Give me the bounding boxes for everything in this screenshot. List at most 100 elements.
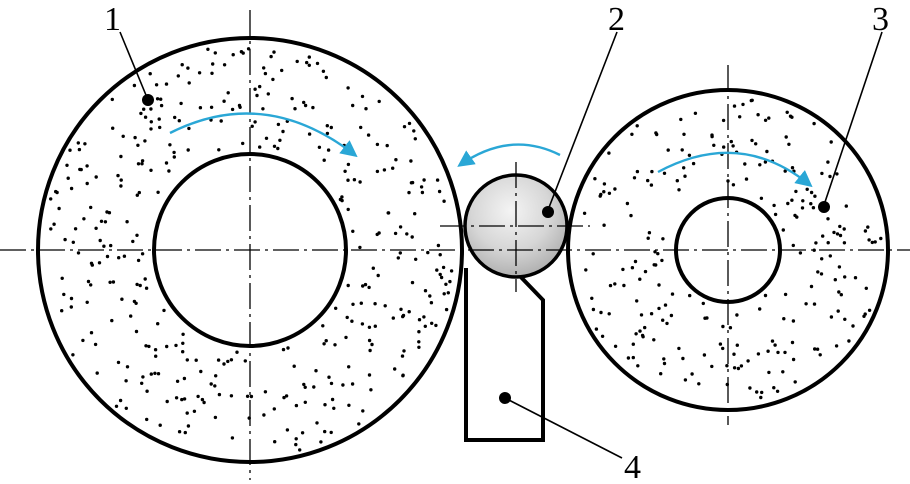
abrasive-grain-dot bbox=[649, 312, 654, 316]
abrasive-grain-dot bbox=[137, 190, 141, 195]
abrasive-grain-dot bbox=[755, 390, 759, 394]
abrasive-grain-dot bbox=[739, 364, 744, 368]
abrasive-grain-dot bbox=[702, 353, 707, 357]
abrasive-grain-dot bbox=[647, 231, 652, 235]
abrasive-grain-dot bbox=[119, 184, 123, 188]
abrasive-grain-dot bbox=[263, 390, 268, 394]
abrasive-grain-dot bbox=[784, 135, 788, 139]
abrasive-grain-dot bbox=[303, 103, 308, 108]
abrasive-grain-dot bbox=[66, 176, 70, 180]
abrasive-grain-dot bbox=[217, 392, 222, 397]
abrasive-grain-dot bbox=[135, 282, 139, 287]
abrasive-grain-dot bbox=[324, 75, 328, 80]
abrasive-grain-dot bbox=[103, 220, 108, 224]
abrasive-grain-dot bbox=[125, 220, 129, 224]
abrasive-grain-dot bbox=[735, 313, 739, 317]
abrasive-grain-dot bbox=[367, 325, 372, 329]
abrasive-grain-dot bbox=[55, 190, 59, 195]
abrasive-grain-dot bbox=[701, 301, 705, 306]
abrasive-grain-dot bbox=[864, 286, 868, 290]
abrasive-grain-dot bbox=[230, 107, 235, 112]
abrasive-grain-dot bbox=[643, 269, 648, 274]
abrasive-grain-dot bbox=[258, 84, 262, 89]
abrasive-grain-dot bbox=[231, 53, 235, 57]
abrasive-grain-dot bbox=[168, 143, 172, 147]
abrasive-grain-dot bbox=[682, 132, 686, 136]
abrasive-grain-dot bbox=[826, 241, 830, 245]
abrasive-grain-dot bbox=[111, 126, 115, 130]
abrasive-grain-dot bbox=[391, 166, 395, 170]
abrasive-grain-dot bbox=[85, 181, 89, 186]
abrasive-grain-dot bbox=[697, 382, 701, 386]
abrasive-grain-dot bbox=[114, 404, 119, 408]
abrasive-grain-dot bbox=[90, 263, 95, 267]
abrasive-grain-dot bbox=[85, 164, 89, 168]
abrasive-grain-dot bbox=[243, 359, 247, 363]
abrasive-grain-dot bbox=[156, 322, 160, 326]
abrasive-grain-dot bbox=[222, 99, 226, 103]
abrasive-grain-dot bbox=[732, 352, 736, 356]
abrasive-grain-dot bbox=[272, 407, 276, 411]
abrasive-grain-dot bbox=[613, 344, 618, 348]
abrasive-grain-dot bbox=[834, 344, 839, 348]
abrasive-grain-dot bbox=[144, 286, 149, 290]
abrasive-grain-dot bbox=[229, 394, 234, 398]
abrasive-grain-dot bbox=[330, 397, 335, 402]
abrasive-grain-dot bbox=[407, 310, 411, 314]
abrasive-grain-dot bbox=[261, 107, 265, 111]
abrasive-grain-dot bbox=[599, 310, 603, 315]
abrasive-grain-dot bbox=[791, 319, 796, 323]
abrasive-grain-dot bbox=[136, 258, 141, 263]
abrasive-grain-dot bbox=[165, 399, 169, 404]
leader-3-dot bbox=[818, 201, 830, 213]
abrasive-grain-dot bbox=[292, 364, 296, 368]
abrasive-grain-dot bbox=[105, 210, 109, 214]
abrasive-grain-dot bbox=[631, 342, 635, 346]
abrasive-grain-dot bbox=[325, 131, 330, 136]
abrasive-grain-dot bbox=[402, 125, 407, 129]
abrasive-grain-dot bbox=[800, 206, 805, 210]
abrasive-grain-dot bbox=[791, 357, 796, 362]
abrasive-grain-dot bbox=[818, 353, 822, 357]
leader-2-dot bbox=[542, 206, 554, 218]
abrasive-grain-dot bbox=[631, 355, 635, 360]
abrasive-grain-dot bbox=[262, 413, 266, 417]
abrasive-grain-dot bbox=[181, 350, 185, 354]
abrasive-grain-dot bbox=[350, 382, 355, 386]
abrasive-grain-dot bbox=[209, 382, 213, 386]
abrasive-grain-dot bbox=[670, 292, 675, 296]
abrasive-grain-dot bbox=[140, 381, 144, 385]
abrasive-grain-dot bbox=[423, 324, 427, 328]
abrasive-grain-dot bbox=[710, 364, 714, 369]
abrasive-grain-dot bbox=[77, 147, 82, 152]
abrasive-grain-dot bbox=[323, 403, 327, 407]
abrasive-grain-dot bbox=[136, 143, 140, 147]
leader-2 bbox=[547, 31, 618, 211]
abrasive-grain-dot bbox=[132, 83, 137, 88]
abrasive-grain-dot bbox=[272, 50, 276, 54]
abrasive-grain-dot bbox=[826, 217, 830, 221]
abrasive-grain-dot bbox=[281, 129, 285, 134]
abrasive-grain-dot bbox=[149, 120, 153, 124]
abrasive-grain-dot bbox=[230, 436, 235, 440]
abrasive-grain-dot bbox=[89, 331, 94, 335]
abrasive-grain-dot bbox=[109, 243, 113, 248]
abrasive-grain-dot bbox=[222, 362, 226, 366]
abrasive-grain-dot bbox=[282, 395, 286, 400]
abrasive-grain-dot bbox=[360, 322, 365, 326]
abrasive-grain-dot bbox=[69, 305, 74, 309]
abrasive-grain-dot bbox=[271, 77, 275, 82]
abrasive-grain-dot bbox=[829, 140, 833, 144]
abrasive-grain-dot bbox=[180, 62, 184, 67]
abrasive-grain-dot bbox=[758, 307, 762, 311]
abrasive-grain-dot bbox=[653, 250, 657, 254]
abrasive-grain-dot bbox=[750, 138, 754, 143]
abrasive-grain-dot bbox=[79, 167, 83, 172]
abrasive-grain-dot bbox=[650, 169, 654, 174]
abrasive-grain-dot bbox=[790, 166, 795, 170]
abrasive-grain-dot bbox=[359, 125, 363, 130]
abrasive-grain-dot bbox=[809, 202, 813, 206]
abrasive-grain-dot bbox=[177, 430, 182, 434]
abrasive-grain-dot bbox=[346, 162, 351, 167]
abrasive-grain-dot bbox=[873, 240, 877, 244]
